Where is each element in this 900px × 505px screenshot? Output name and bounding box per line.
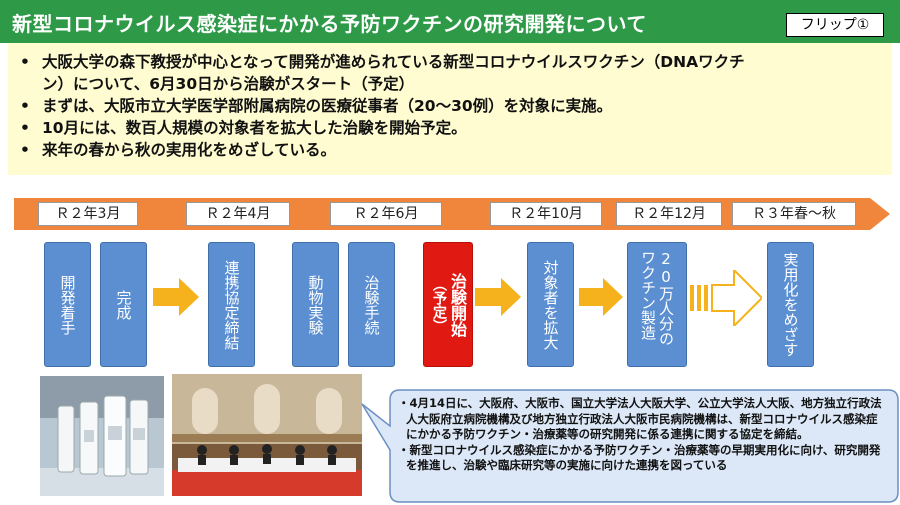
step-box-highlight: （予定） 治験開始	[423, 242, 473, 367]
title-bar: 新型コロナウイルス感染症にかかる予防ワクチンの研究開発について フリップ①	[0, 0, 900, 43]
summary-bullet: 来年の春から秋の実用化をめざしている。	[20, 139, 880, 161]
callout-bubble	[361, 389, 899, 503]
summary-box: 大阪大学の森下教授が中心となって開発が進められている新型コロナウイルスワクチン（…	[8, 43, 892, 175]
step-box: 治験手続	[348, 242, 395, 367]
period-label: Ｒ２年12月	[616, 202, 722, 226]
flow-arrow-icon	[153, 278, 199, 316]
step-box: 開発着手	[44, 242, 91, 367]
flow-arrow-icon	[579, 278, 623, 316]
striped-arrow-icon	[690, 270, 762, 326]
period-label: Ｒ３年春～秋	[732, 202, 856, 226]
summary-bullet: 10月には、数百人規模の対象者を拡大した治験を開始予定。	[20, 117, 880, 139]
page-title: 新型コロナウイルス感染症にかかる予防ワクチンの研究開発について	[12, 12, 647, 36]
period-label: Ｒ２年10月	[490, 202, 602, 226]
step-box: 連携協定締結	[208, 242, 255, 367]
summary-bullet: まずは、大阪市立大学医学部附属病院の医療従事者（20～30例）を対象に実施。	[20, 95, 880, 117]
period-label: Ｒ２年4月	[186, 202, 290, 226]
step-box: 動物実験	[292, 242, 339, 367]
signing-ceremony-photo	[172, 374, 362, 496]
callout-text: ・4月14日に、大阪府、大阪市、国立大学法人大阪大学、公立大学法人大阪、地方独立…	[398, 396, 882, 472]
flip-label: フリップ①	[786, 13, 884, 37]
summary-bullet: 大阪大学の森下教授が中心となって開発が進められている新型コロナウイルスワクチン（…	[20, 51, 880, 95]
period-label: Ｒ２年3月	[38, 202, 138, 226]
vaccine-vials-photo	[40, 376, 164, 496]
period-label: Ｒ２年6月	[330, 202, 442, 226]
step-box: 20万人分のワクチン製造	[627, 242, 687, 367]
step-box: 実用化をめざす	[767, 242, 814, 367]
flow-arrow-icon	[475, 278, 521, 316]
step-box: 完成	[100, 242, 147, 367]
step-box: 対象者を拡大	[527, 242, 574, 367]
